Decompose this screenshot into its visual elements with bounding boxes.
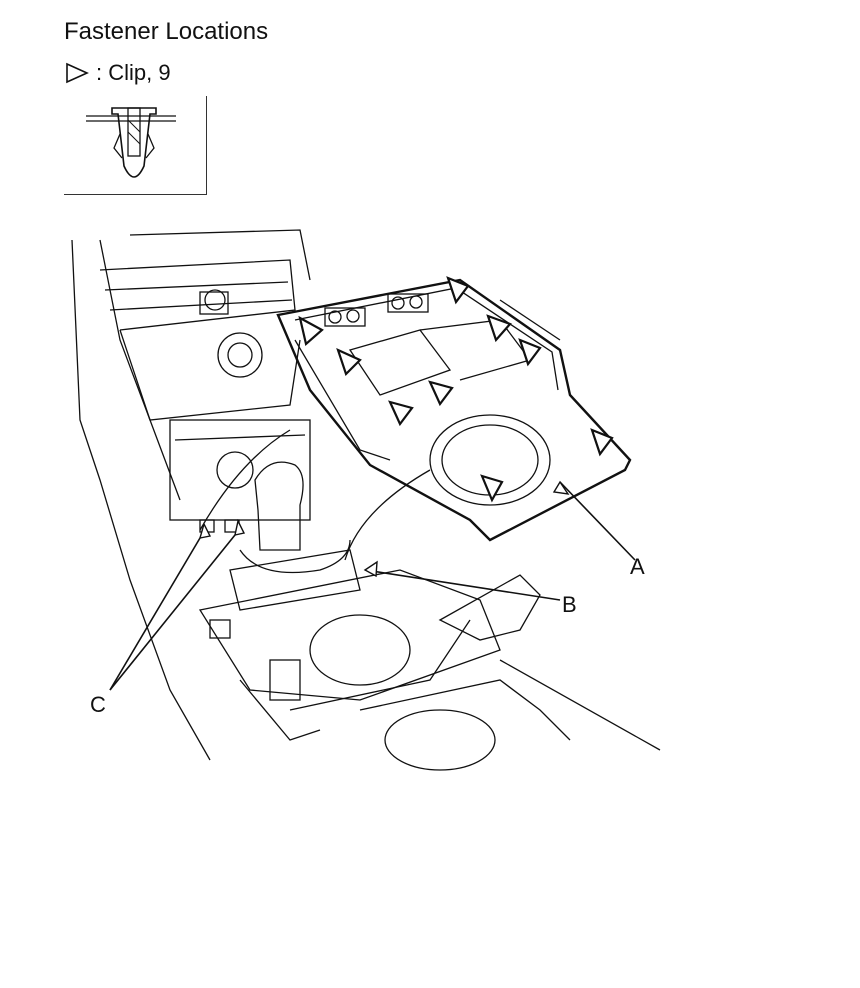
clip-detail-icon: [86, 107, 176, 178]
callout-b: B: [562, 592, 577, 617]
clip-triangle-icon: [66, 62, 89, 84]
clip-detail-inset: [64, 96, 207, 195]
page-title: Fastener Locations: [64, 18, 269, 45]
fastener-legend: : Clip, 9: [64, 60, 171, 86]
callout-c: C: [90, 692, 106, 717]
callout-a: A: [630, 554, 645, 579]
center-console-drawing: [60, 220, 680, 780]
legend-label: : Clip, 9: [96, 60, 171, 85]
console-illustration: [71, 229, 661, 771]
